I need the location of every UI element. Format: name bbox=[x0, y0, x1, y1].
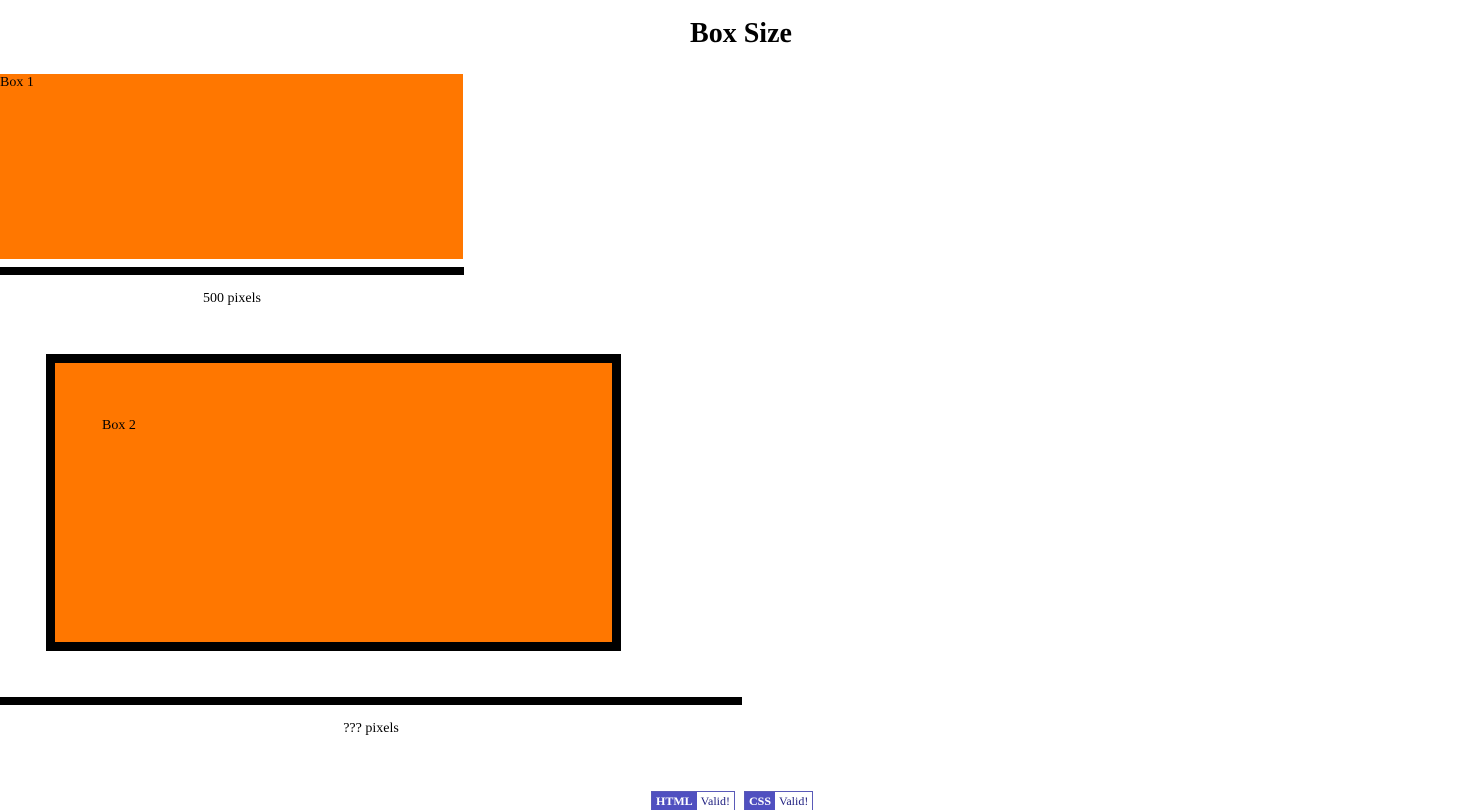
css-badge-key: CSS bbox=[745, 792, 776, 810]
css-badge-value: Valid! bbox=[775, 792, 813, 810]
html-badge-key: HTML bbox=[652, 792, 697, 810]
box-2-label: Box 2 bbox=[102, 418, 136, 433]
validator-badges: HTML Valid! CSS Valid! bbox=[651, 791, 814, 810]
box-1-label: Box 1 bbox=[0, 75, 34, 90]
html-badge-value: Valid! bbox=[696, 792, 734, 810]
box-2: Box 2 bbox=[46, 354, 621, 651]
box-1: Box 1 bbox=[0, 74, 463, 259]
box-1-measure-label: 500 pixels bbox=[203, 291, 261, 306]
css-valid-badge[interactable]: CSS Valid! bbox=[744, 791, 814, 810]
box-2-measure-bar bbox=[0, 697, 742, 705]
box-2-measure-label: ??? pixels bbox=[343, 721, 399, 736]
page-title: Box Size bbox=[690, 18, 792, 49]
html-valid-badge[interactable]: HTML Valid! bbox=[651, 791, 735, 810]
box-1-measure-bar bbox=[0, 267, 464, 275]
